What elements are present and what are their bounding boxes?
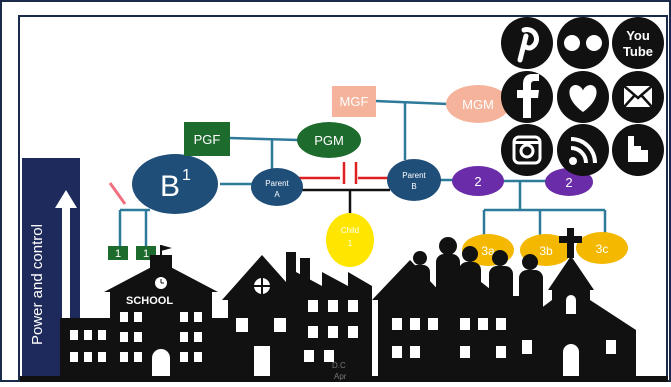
parent-a-label-2: A: [274, 190, 280, 199]
child-3a-label: 3a: [481, 244, 495, 258]
b1-superscript: 1: [182, 167, 191, 184]
house-building: [222, 255, 302, 382]
mgm-label: MGM: [462, 97, 494, 112]
footer-text-2: Apr: [334, 372, 347, 381]
facebook-icon: [501, 71, 553, 123]
rss-icon: [557, 124, 609, 176]
mgf-label: MGF: [340, 94, 369, 109]
parent-a-label-1: Parent: [265, 179, 289, 188]
church-building: [512, 228, 636, 382]
genogram-lines: [118, 99, 607, 248]
parent-b-label-2: B: [411, 182, 416, 191]
child-1-node: [326, 213, 374, 267]
small-left-node: [108, 246, 128, 260]
instagram-icon: [501, 124, 553, 176]
youtube-icon: You Tube: [612, 17, 664, 69]
sibling-left-node: [452, 166, 504, 196]
child-1-label-1: Child: [341, 226, 359, 235]
child-3b-label: 3b: [539, 244, 553, 258]
parent-b-label-1: Parent: [402, 171, 426, 180]
flickr-icon: [557, 17, 609, 69]
child-3c-label: 3c: [596, 242, 609, 256]
pgm-label: PGM: [314, 133, 344, 148]
ground-strip: [20, 376, 668, 382]
b1-node: [132, 154, 218, 214]
power-control-label: Power and control: [29, 224, 46, 345]
mgf-node: [332, 86, 376, 117]
child-3c-node: [576, 232, 628, 264]
community-skyline: SCHOOL: [20, 228, 668, 382]
mail-icon: [612, 71, 664, 123]
small-left-label: 1: [115, 248, 121, 260]
pgf-node: [184, 122, 230, 156]
school-building: SCHOOL: [60, 245, 234, 382]
factory-building: [286, 252, 372, 382]
townhouse-building: [372, 260, 528, 382]
pinterest-icon: [501, 17, 553, 69]
school-label: SCHOOL: [126, 295, 173, 307]
sibling-left-label: 2: [474, 174, 481, 189]
mgm-node: [446, 85, 510, 123]
pgm-node: [297, 122, 361, 158]
up-arrow-icon: [55, 190, 77, 382]
cutoff-mark: [108, 182, 127, 205]
small-right-label: 1: [143, 248, 149, 260]
child-1-label-2: 1: [348, 239, 353, 248]
conflict-marker: [298, 162, 392, 184]
parent-b-node: [387, 159, 441, 201]
blogger-icon: [612, 124, 664, 176]
youtube-label-2: Tube: [623, 44, 653, 59]
pgf-label: PGF: [194, 132, 221, 147]
heart-icon: [557, 71, 609, 123]
social-icons-grid: You Tube: [501, 17, 664, 176]
sibling-right-label: 2: [565, 175, 572, 190]
parent-a-node: [251, 168, 303, 206]
b1-label: B: [160, 170, 180, 203]
footer-text-1: D.C: [332, 361, 346, 370]
youtube-label-1: You: [626, 28, 650, 43]
